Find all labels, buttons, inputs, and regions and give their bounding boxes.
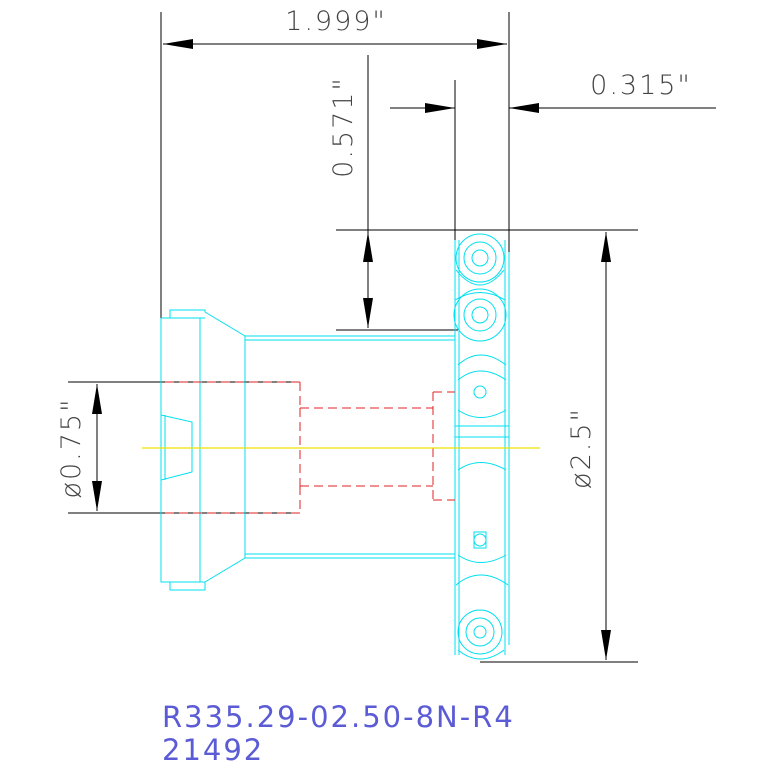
dimension-text-step-height: 0.571"	[328, 76, 359, 178]
dimension-shank-diameter: ø0.75"	[56, 381, 300, 514]
dimension-step-height: 0.571"	[328, 55, 638, 331]
part-number-label: R335.29-02.50-8N-R4	[162, 700, 515, 734]
dimension-overall-length: 1.999"	[160, 6, 510, 318]
insert-pocket-5	[455, 574, 509, 660]
insert-pocket-1	[455, 233, 505, 286]
dimension-text-insert-offset: 0.315"	[590, 70, 692, 101]
insert-pocket-3	[457, 354, 507, 418]
dimension-cutter-diameter: ø2.5"	[480, 232, 638, 663]
part-id-label: 21492	[162, 733, 264, 767]
dimension-text-overall-length: 1.999"	[285, 6, 387, 37]
dimension-insert-offset: 0.315"	[390, 70, 716, 240]
hidden-lines-bore	[165, 381, 455, 514]
insert-pocket-2	[453, 288, 507, 342]
dimension-text-shank-diameter: ø0.75"	[56, 397, 87, 498]
insert-pocket-4	[457, 462, 507, 563]
dimension-text-cutter-diameter: ø2.5"	[566, 407, 597, 489]
